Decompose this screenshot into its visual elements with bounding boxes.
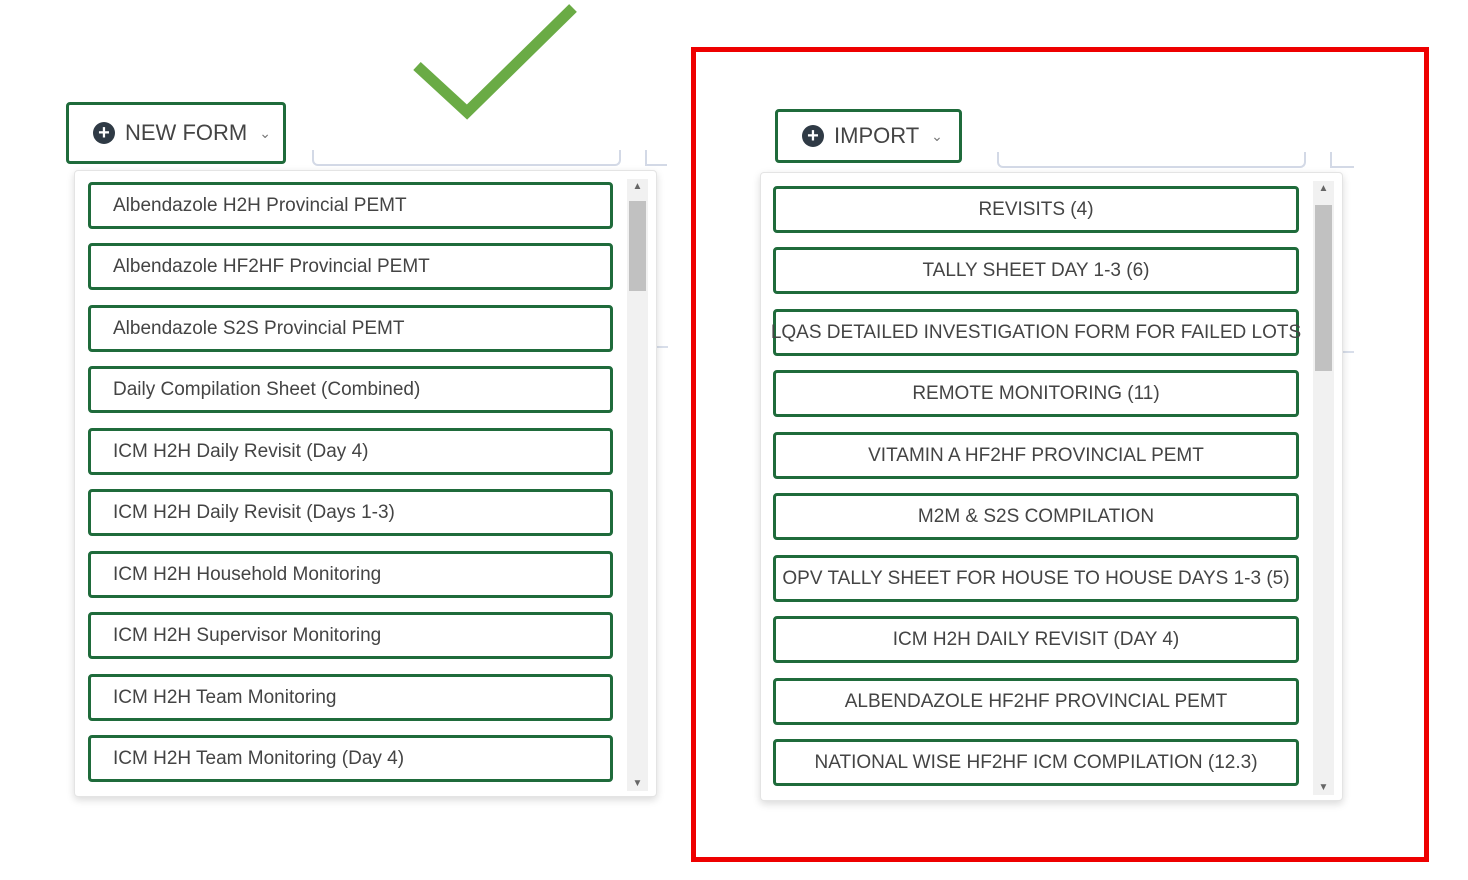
import-option[interactable]: ALBENDAZOLE HF2HF PROVINCIAL PEMT	[773, 678, 1299, 725]
background-field-fragment	[312, 150, 621, 166]
plus-circle-icon: +	[802, 125, 824, 147]
import-dropdown: REVISITS (4) TALLY SHEET DAY 1-3 (6) LQA…	[760, 172, 1343, 801]
chevron-down-icon: ⌄	[259, 124, 271, 141]
import-option[interactable]: ICM H2H DAILY REVISIT (DAY 4)	[773, 616, 1299, 663]
form-option[interactable]: ICM H2H Team Monitoring	[88, 674, 613, 721]
import-button[interactable]: + IMPORT ⌄	[775, 109, 962, 163]
new-form-button[interactable]: + NEW FORM ⌄	[66, 102, 286, 164]
import-option[interactable]: VITAMIN A HF2HF PROVINCIAL PEMT	[773, 432, 1299, 479]
new-form-dropdown: Albendazole H2H Provincial PEMT Albendaz…	[74, 170, 657, 797]
scrollbar[interactable]: ▲ ▼	[627, 179, 648, 791]
import-option[interactable]: M2M & S2S COMPILATION	[773, 493, 1299, 540]
form-option[interactable]: ICM H2H Daily Revisit (Day 4)	[88, 428, 613, 475]
scroll-up-arrow-icon[interactable]: ▲	[1318, 183, 1329, 194]
background-field-fragment	[997, 152, 1306, 168]
form-option[interactable]: ICM H2H Supervisor Monitoring	[88, 612, 613, 659]
scroll-down-arrow-icon[interactable]: ▼	[632, 778, 643, 789]
import-option[interactable]: REMOTE MONITORING (11)	[773, 370, 1299, 417]
scroll-up-arrow-icon[interactable]: ▲	[632, 181, 643, 192]
import-option[interactable]: NATIONAL WISE HF2HF ICM COMPILATION (12.…	[773, 739, 1299, 786]
background-field-fragment	[1330, 152, 1354, 168]
plus-circle-icon: +	[93, 122, 115, 144]
import-option[interactable]: LQAS DETAILED INVESTIGATION FORM FOR FAI…	[771, 309, 1301, 356]
background-field-fragment	[645, 150, 667, 166]
scrollbar[interactable]: ▲ ▼	[1313, 181, 1334, 795]
highlight-box	[691, 47, 1429, 862]
form-option[interactable]: Albendazole S2S Provincial PEMT	[88, 305, 613, 352]
scrollbar-thumb[interactable]	[1315, 205, 1332, 371]
background-divider	[656, 346, 668, 348]
form-option[interactable]: Albendazole H2H Provincial PEMT	[88, 182, 613, 229]
form-option[interactable]: ICM H2H Team Monitoring (Day 4)	[88, 735, 613, 782]
form-option[interactable]: ICM H2H Daily Revisit (Days 1-3)	[88, 489, 613, 536]
import-option[interactable]: TALLY SHEET DAY 1-3 (6)	[773, 247, 1299, 294]
chevron-down-icon: ⌄	[931, 127, 943, 144]
import-option[interactable]: OPV TALLY SHEET FOR HOUSE TO HOUSE DAYS …	[773, 555, 1299, 602]
form-option[interactable]: Albendazole HF2HF Provincial PEMT	[88, 243, 613, 290]
scroll-down-arrow-icon[interactable]: ▼	[1318, 782, 1329, 793]
import-option[interactable]: REVISITS (4)	[773, 186, 1299, 233]
form-option[interactable]: ICM H2H Household Monitoring	[88, 551, 613, 598]
new-form-label: NEW FORM	[125, 120, 248, 145]
checkmark-icon	[413, 4, 577, 120]
form-option[interactable]: Daily Compilation Sheet (Combined)	[88, 366, 613, 413]
background-divider	[1342, 351, 1354, 353]
scrollbar-thumb[interactable]	[629, 201, 646, 291]
import-label: IMPORT	[834, 123, 920, 148]
